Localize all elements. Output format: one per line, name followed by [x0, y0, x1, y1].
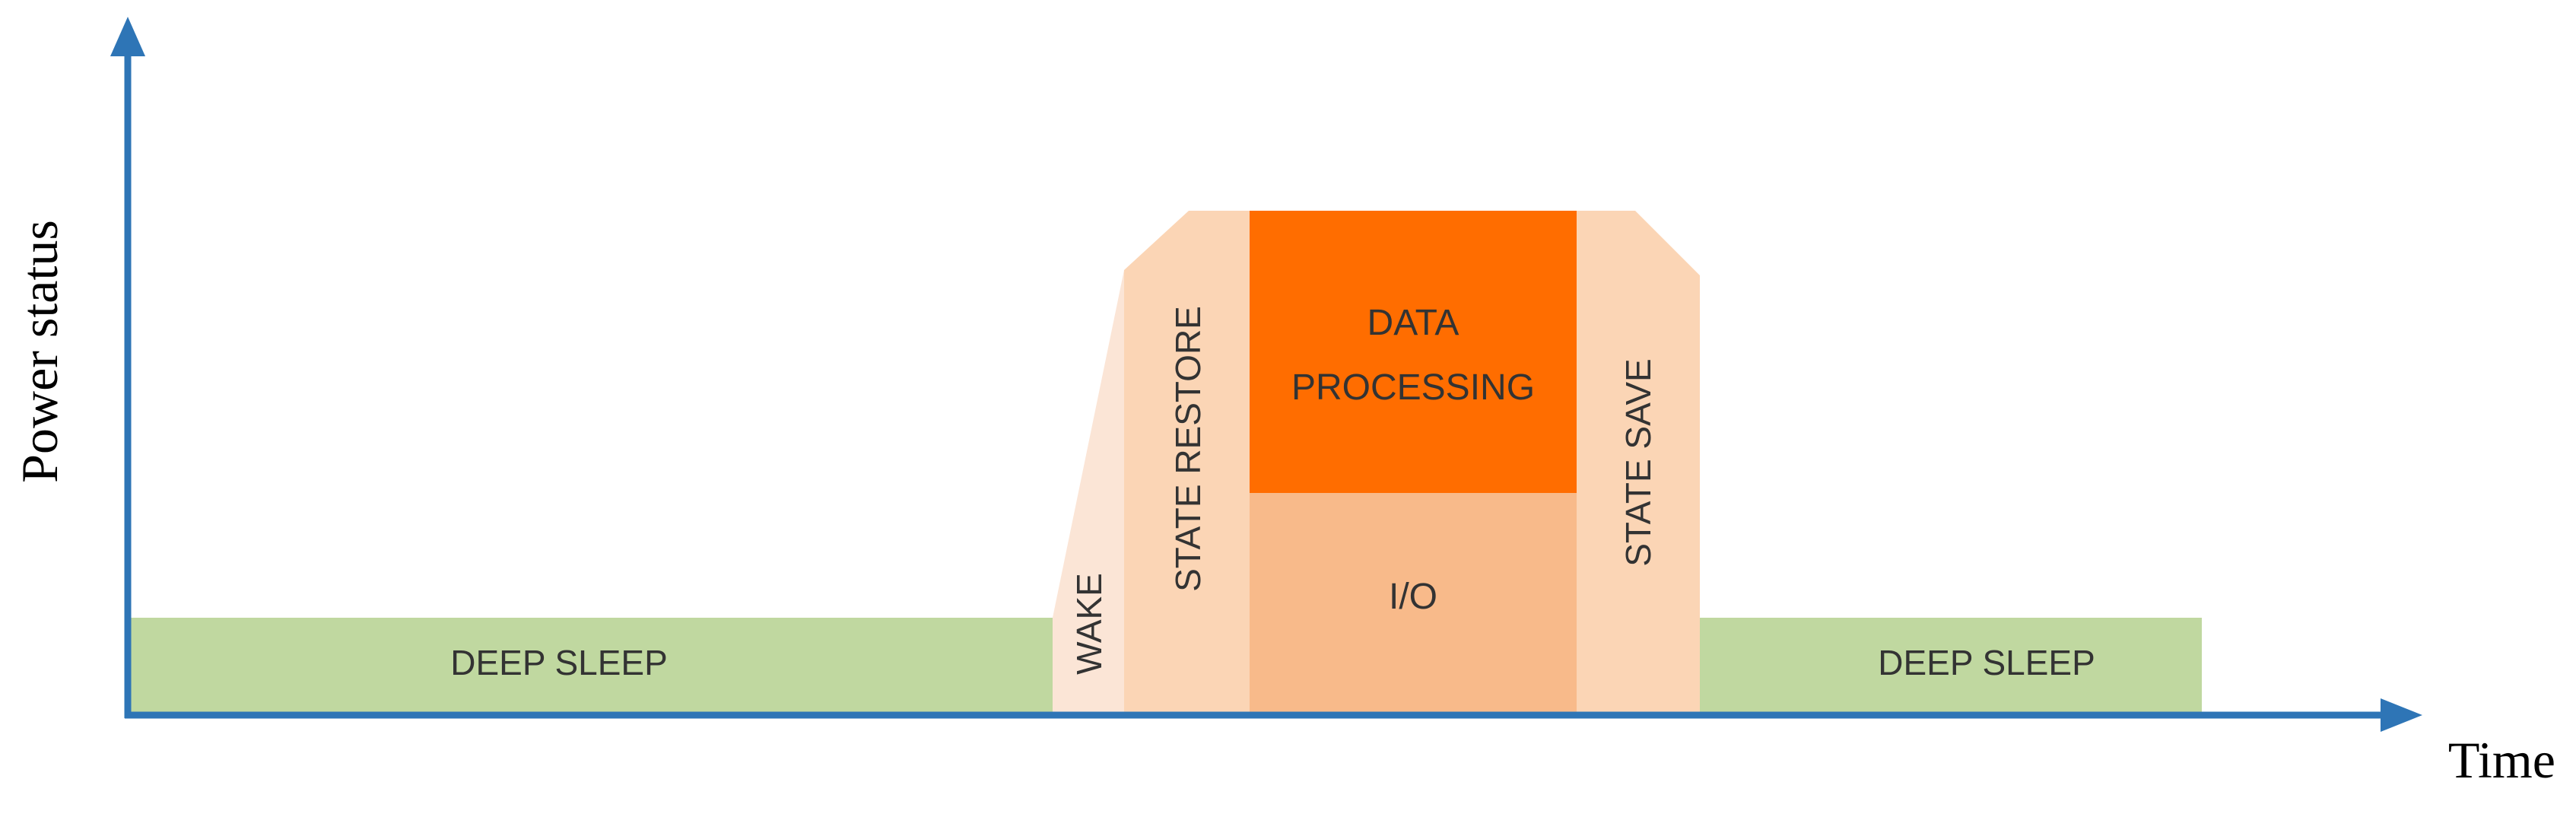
state-save-label: STATE SAVE: [1618, 358, 1658, 567]
deep-sleep-left-block: [131, 618, 1053, 715]
state-restore-label: STATE RESTORE: [1168, 306, 1208, 592]
state-restore-block: [1124, 211, 1250, 715]
data-processing-label-line-2: PROCESSING: [1291, 367, 1535, 408]
io-block: [1250, 493, 1577, 715]
deep-sleep-right-label: DEEP SLEEP: [1878, 643, 2095, 682]
x-axis-arrowhead: [2381, 698, 2422, 732]
x-axis-label: Time: [2448, 731, 2555, 789]
y-axis-label: Power status: [11, 220, 68, 483]
y-axis-arrowhead: [110, 17, 145, 56]
io-label: I/O: [1389, 577, 1437, 617]
deep-sleep-right-block: [1700, 618, 2202, 715]
wake-label: WAKE: [1069, 573, 1109, 675]
state-save-block: [1577, 211, 1700, 715]
wake-block: [1053, 270, 1124, 715]
deep-sleep-left-label: DEEP SLEEP: [450, 643, 668, 682]
data-processing-label-line-1: DATA: [1367, 303, 1460, 343]
data-processing-block: [1250, 211, 1577, 493]
